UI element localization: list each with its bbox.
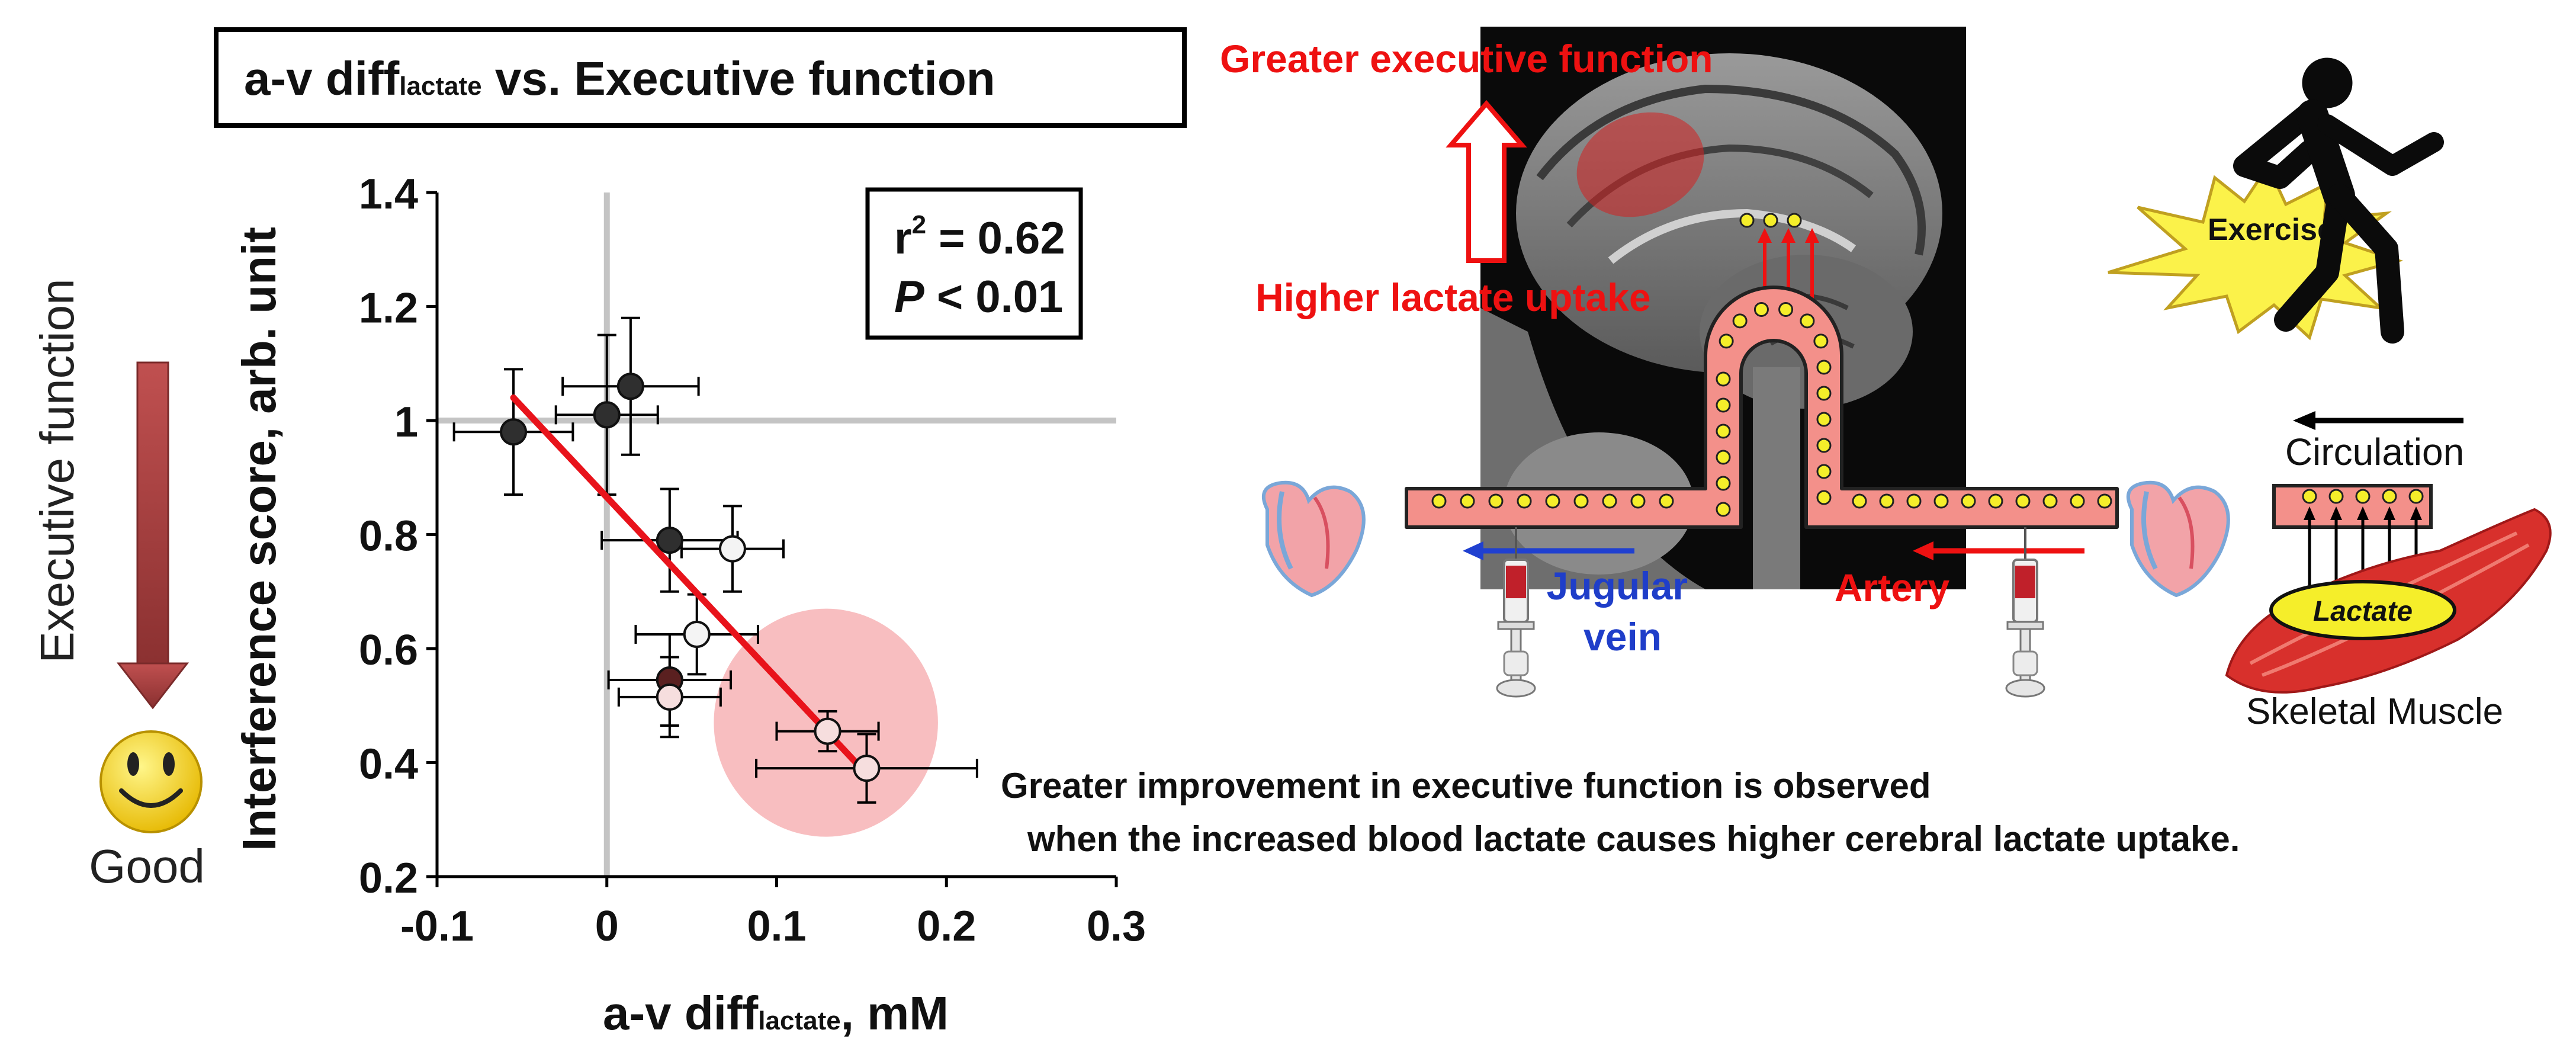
lactate-particle	[2042, 493, 2058, 509]
caption-line1: Greater improvement in executive functio…	[1001, 766, 1931, 806]
lactate-particle	[1716, 397, 1731, 413]
arterial-flow-arrow	[1913, 541, 2084, 560]
lactate-particle	[1573, 493, 1589, 509]
syringe-icon-vein	[1496, 527, 1536, 698]
lactate-particle	[1816, 438, 1832, 453]
lactate-particle	[1906, 493, 1922, 509]
schematic: Greater executive function Higher lactat…	[1001, 27, 2552, 859]
lactate-particle	[2097, 493, 2112, 509]
chart-title: a-v difflactate vs. Executive function	[244, 52, 995, 105]
lactate-particle	[1800, 313, 1815, 329]
data-point	[718, 535, 746, 563]
data-point	[853, 755, 881, 782]
lactate-particles	[1431, 302, 2112, 517]
x-tick-label: 0.3	[1087, 903, 1146, 950]
lactate-particle	[1816, 386, 1832, 401]
x-tick-label: 0.1	[747, 903, 806, 950]
y-axis-label: Interference score, arb. unit	[233, 227, 285, 851]
lactate-particle	[1816, 412, 1832, 427]
lactate-particle	[1933, 493, 1949, 509]
up-arrow	[1446, 100, 1527, 263]
lactate-particle	[1630, 493, 1646, 509]
chart-title-box	[214, 27, 1187, 128]
stats-box	[865, 187, 1083, 340]
chart: a-v difflactate vs. Executive function 0…	[214, 27, 1187, 1039]
lactate-ellipse	[2269, 580, 2456, 640]
lactate-particle	[1488, 493, 1504, 509]
heart-icon-right	[2126, 480, 2230, 598]
lactate-particle	[1816, 360, 1832, 375]
circulation-label: Circulation	[2285, 431, 2464, 473]
frontal-highlight	[1576, 112, 1704, 217]
lactate-particle	[1816, 464, 1832, 479]
exercise-label: Exercise	[2208, 213, 2334, 247]
circulation-vessel	[2272, 484, 2433, 529]
data-point	[656, 527, 683, 554]
y-tick-label: 1.2	[359, 285, 418, 332]
lactate-particle	[1988, 493, 2003, 509]
lactate-particle	[1716, 423, 1731, 439]
plot-area: 0.2 0.4 0.6 0.8 1 1.2 1.4 -0.1 0 0.1 0.2 0.3	[359, 171, 1146, 950]
stats-p: P < 0.01	[894, 272, 1063, 322]
artery-label: Artery	[1835, 566, 1950, 609]
x-tick-label: 0.2	[917, 903, 976, 950]
y-tick-label: 0.4	[359, 741, 418, 788]
jugular-vein-label: Jugular vein	[1547, 564, 1699, 659]
lactate-particle	[1753, 302, 1769, 317]
y-tick-label: 1	[394, 399, 418, 446]
y-tick-label: 1.4	[359, 171, 418, 218]
lactate-particle	[1879, 493, 1894, 509]
lactate-particle	[1813, 333, 1829, 349]
data-point	[500, 418, 528, 446]
lactate-particle	[1716, 502, 1731, 517]
syringe-icon-artery	[2005, 527, 2045, 698]
skeletal-muscle-label: Skeletal Muscle	[2246, 691, 2503, 732]
lactate-particle	[2070, 493, 2085, 509]
y-tick-label: 0.2	[359, 855, 418, 902]
data-point	[616, 373, 644, 400]
lactate-particle	[1719, 333, 1734, 349]
good-label: Good	[89, 840, 205, 893]
lactate-particle	[1852, 493, 1867, 509]
lactate-particle	[1716, 450, 1731, 465]
lactate-particle	[1460, 493, 1475, 509]
data-point	[683, 620, 711, 648]
heart-icon-left	[1261, 480, 1366, 598]
higher-lactate-uptake-label: Higher lactate uptake	[1255, 275, 1651, 319]
lactate-particle	[1961, 493, 1976, 509]
lactate-particle	[1716, 476, 1731, 491]
lactate-particle	[2015, 493, 2031, 509]
stats-r2: r2 = 0.62	[894, 210, 1065, 264]
lactate-particle	[1659, 493, 1674, 509]
x-axis-label: a-v difflactate, mM	[603, 987, 949, 1039]
lactate-particle	[1778, 302, 1794, 317]
lactate-particle	[1716, 371, 1731, 387]
lactate-label: Lactate	[2313, 596, 2413, 627]
lactate-particle	[1517, 493, 1532, 509]
y-tick-label: 0.6	[359, 627, 418, 674]
greater-executive-function-label: Greater executive function	[1220, 37, 1713, 81]
data-point	[814, 717, 841, 745]
circulation-arrow	[2293, 411, 2463, 430]
x-tick-label: -0.1	[400, 903, 474, 950]
lactate-particle	[1602, 493, 1617, 509]
down-arrow	[116, 361, 189, 710]
lactate-particle	[1431, 493, 1447, 509]
smiley-icon	[99, 730, 203, 833]
data-point	[656, 683, 683, 711]
executive-function-label: Executive function	[31, 278, 83, 663]
lactate-particle	[1545, 493, 1560, 509]
lactate-particle	[1732, 313, 1748, 329]
venous-flow-arrow	[1463, 541, 1634, 560]
lactate-particle	[1816, 490, 1832, 505]
regression-line	[510, 394, 870, 778]
y-tick-label: 0.8	[359, 513, 418, 560]
runner-icon	[2233, 57, 2444, 344]
data-point	[593, 401, 621, 429]
exercise-burst	[2108, 162, 2404, 341]
caption-line2: when the increased blood lactate causes …	[1027, 819, 2240, 859]
x-tick-label: 0	[595, 903, 619, 950]
